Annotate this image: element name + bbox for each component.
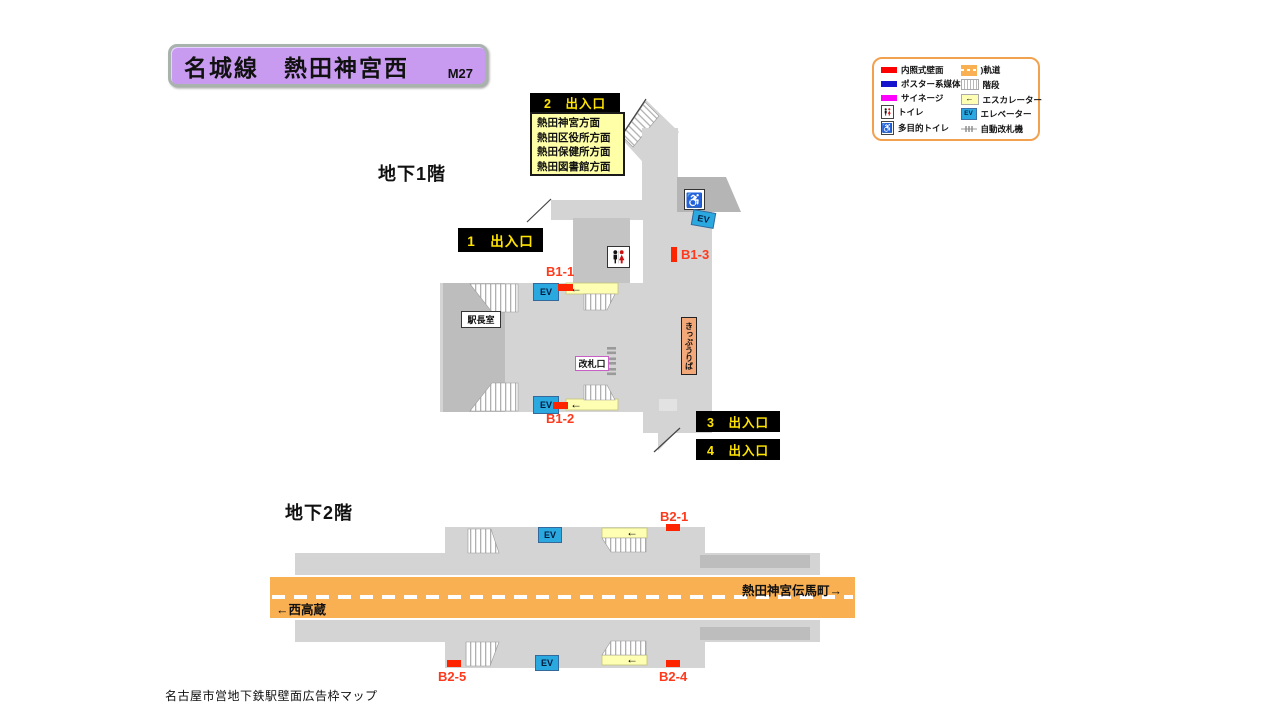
ad-slot-label-b2-1: B2-1 <box>660 509 689 524</box>
legend-item-escalator: ← エスカレーター <box>960 94 1042 106</box>
b2-floorplan <box>270 527 855 668</box>
stairs-b1-south <box>583 384 616 401</box>
ad-slot-label-b1-3: B1-3 <box>681 247 710 262</box>
escalator-arrow-icon: ← <box>570 281 582 295</box>
illuminated-wall-swatch <box>881 67 897 73</box>
exit2-stairs <box>621 101 660 148</box>
legend-item-signage: サイネージ <box>881 92 961 104</box>
ad-slot-label-b1-1: B1-1 <box>546 264 575 279</box>
ticket-gate-swatch <box>960 125 977 133</box>
b2-upper-structure <box>700 555 810 568</box>
exit34-corridor <box>658 412 677 451</box>
station-title: 名城線 熱田神宮西 <box>184 54 409 81</box>
exit-1-label: 1 出入口 <box>458 228 543 252</box>
escalator-arrow-icon: ← <box>626 652 638 666</box>
elevator-swatch: EV <box>960 108 977 121</box>
b2-lower-platform <box>295 620 820 642</box>
legend-item-illuminated-wall: 内照式壁面 <box>881 64 961 76</box>
escalator-b2-upper <box>601 527 648 539</box>
fare-gate-sign: 改札口 <box>575 356 609 371</box>
legend: 内照式壁面 ポスター系媒体 サイネージ トイレ <box>872 57 1043 141</box>
stairs-b2-upper-mid <box>601 537 647 553</box>
escalator-swatch: ← <box>960 94 979 105</box>
escalator-b2-lower <box>601 654 648 666</box>
ad-slot-marker-b1-2 <box>553 402 568 409</box>
elevator-badge-b2-upper: EV <box>538 527 562 543</box>
ad-slot-label-b2-4: B2-4 <box>659 669 688 684</box>
ad-slot-marker-b1-1 <box>558 284 573 291</box>
track-label-east: 熱田神宮伝馬町→ <box>742 584 843 598</box>
upper-cut-line <box>526 198 552 223</box>
legend-item-track: )軌道 <box>960 64 1043 76</box>
direction-line: 熱田区役所方面 <box>537 131 611 144</box>
track-swatch <box>960 64 977 76</box>
ad-slot-label-b1-2: B1-2 <box>546 411 575 426</box>
legend-left-column: 内照式壁面 ポスター系媒体 サイネージ トイレ <box>881 64 961 135</box>
toilet-icon <box>607 246 630 268</box>
exit34-cut-line <box>653 427 681 453</box>
b1-floorplan <box>440 98 741 453</box>
stairs-b2-upper <box>467 528 500 554</box>
exit-2-directions: 熱田神宮方面 熱田区役所方面 熱田保健所方面 熱田図書館方面 <box>530 112 625 176</box>
floor-label-b2: 地下2階 <box>285 503 354 523</box>
accessible-toilet-icon: ♿ <box>684 189 705 210</box>
ad-slot-marker-b2-4 <box>666 660 680 667</box>
legend-item-elevator: EV エレベーター <box>960 108 1043 121</box>
legend-item-stairs: 階段 <box>960 79 1043 91</box>
legend-item-toilet: トイレ <box>881 105 961 120</box>
exit-3-label: 3 出入口 <box>696 411 780 432</box>
map-caption: 名古屋市営地下鉄駅壁面広告枠マップ <box>165 689 378 703</box>
title-banner: 名城線 熱田神宮西 M27 <box>168 44 488 87</box>
stairs-swatch <box>960 79 979 91</box>
elevator-badge-b2-lower: EV <box>535 655 559 671</box>
stairs-b1-north <box>583 293 616 311</box>
stairs-northwest <box>469 283 519 313</box>
direction-line: 熱田図書館方面 <box>537 160 611 173</box>
ad-slot-marker-b2-5 <box>447 660 461 667</box>
station-code-badge: M27 <box>447 66 473 81</box>
legend-item-accessible-toilet: ♿ 多目的トイレ <box>881 121 950 135</box>
direction-line: 熱田保健所方面 <box>537 146 611 158</box>
ticket-gates <box>607 347 616 376</box>
stairs-southwest <box>469 382 519 412</box>
floor-label-b1: 地下1階 <box>378 164 447 184</box>
escalator-arrow-icon: ← <box>626 525 638 539</box>
stairs-b2-lower-mid <box>601 640 647 656</box>
toilet-icon <box>881 105 894 120</box>
track-label-west: ←西高蔵 <box>276 603 327 617</box>
b2-upper-platform <box>295 553 820 575</box>
escalator-arrow-icon: ← <box>570 397 582 411</box>
direction-line: 熱田神宮方面 <box>537 117 600 129</box>
ad-slot-marker-b2-1 <box>666 524 680 531</box>
exit-2-label: 2 出入口 <box>530 93 620 112</box>
elevator-badge-b1-north: EV <box>533 283 559 301</box>
legend-item-poster-media: ポスター系媒体 <box>881 78 961 90</box>
ad-slot-label-b2-5: B2-5 <box>438 669 467 684</box>
ad-slot-marker-b1-3 <box>671 247 677 262</box>
station-office-sign: 駅長室 <box>461 311 501 328</box>
ticket-office-sign: きっぷうりば <box>681 317 697 375</box>
b2-lower-structure <box>700 627 810 640</box>
exit34-landing <box>659 399 677 411</box>
stairs-b2-lower <box>465 641 500 667</box>
legend-item-ticket-gate: 自動改札機 <box>960 123 1043 135</box>
legend-right-column: )軌道 階段 ← エスカレーター EV エレベーター <box>960 64 1043 135</box>
signage-swatch <box>881 94 897 101</box>
accessible-toilet-icon: ♿ <box>881 121 894 135</box>
exit-4-label: 4 出入口 <box>696 439 780 460</box>
poster-media-swatch <box>881 80 897 87</box>
